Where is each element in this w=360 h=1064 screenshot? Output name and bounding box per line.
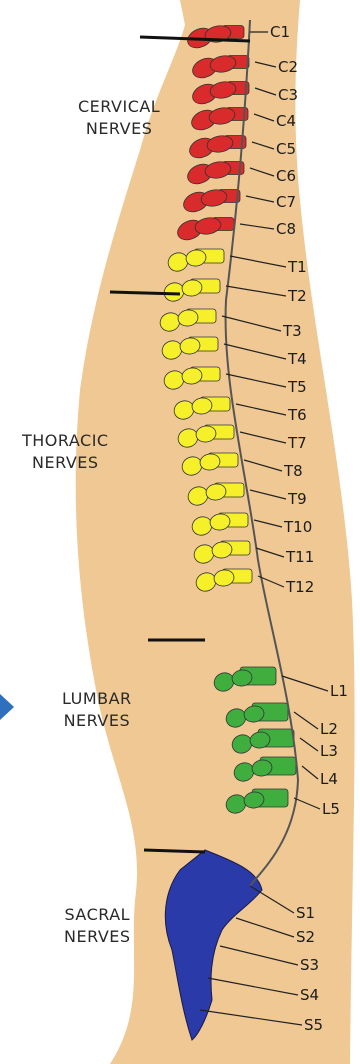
vertebra-label-c1: C1	[270, 23, 290, 41]
vertebra-label-c8: C8	[276, 220, 296, 238]
vertebra-label-s4: S4	[300, 986, 319, 1004]
vertebra-label-t10: T10	[284, 518, 312, 536]
vertebra-label-l5: L5	[322, 800, 340, 818]
vertebra-label-c7: C7	[276, 193, 296, 211]
vertebra-label-s2: S2	[296, 928, 315, 946]
vertebra-label-c3: C3	[278, 86, 298, 104]
thoracic-nerve-bar	[110, 292, 180, 294]
vertebra-label-t6: T6	[288, 406, 307, 424]
vertebra-label-c4: C4	[276, 112, 296, 130]
vertebra-label-t1: T1	[288, 258, 307, 276]
vertebra-label-t4: T4	[288, 350, 307, 368]
vertebra-label-l4: L4	[320, 770, 338, 788]
sacral-nerves-label: SACRAL NERVES	[64, 904, 131, 948]
vertebra-label-l1: L1	[330, 682, 348, 700]
vertebra-label-t9: T9	[288, 490, 307, 508]
vertebra-label-t7: T7	[288, 434, 307, 452]
vertebra-label-t5: T5	[288, 378, 307, 396]
vertebra-label-t12: T12	[286, 578, 314, 596]
vertebra-label-t11: T11	[286, 548, 314, 566]
sacral-nerve-bar	[144, 850, 205, 852]
vertebra-label-c6: C6	[276, 167, 296, 185]
vertebra-label-s5: S5	[304, 1016, 323, 1034]
vertebra-label-s3: S3	[300, 956, 319, 974]
vertebra-label-t2: T2	[288, 287, 307, 305]
vertebra-label-l2: L2	[320, 720, 338, 738]
vertebra-label-t8: T8	[284, 462, 303, 480]
vertebra-label-s1: S1	[296, 904, 315, 922]
thoracic-nerves-label: THORACIC NERVES	[22, 430, 109, 474]
vertebra-label-c2: C2	[278, 58, 298, 76]
cervical-nerves-label: CERVICAL NERVES	[78, 96, 160, 140]
chevron-right-icon[interactable]	[0, 694, 14, 720]
vertebra-label-t3: T3	[283, 322, 302, 340]
vertebra-label-c5: C5	[276, 140, 296, 158]
lumbar-nerves-label: LUMBAR NERVES	[62, 688, 132, 732]
vertebra-label-l3: L3	[320, 742, 338, 760]
